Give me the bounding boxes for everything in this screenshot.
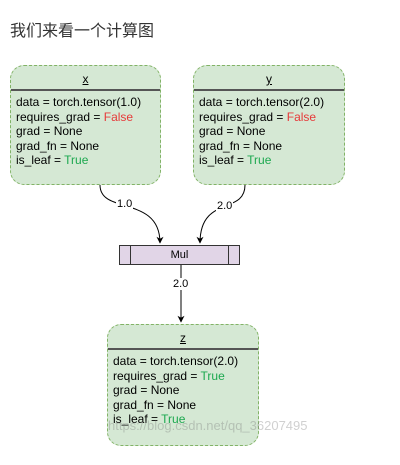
page-heading: 我们来看一个计算图 xyxy=(10,23,155,40)
attr-grad-fn: grad_fn = None xyxy=(113,397,197,412)
attr-grad-fn: grad_fn = None xyxy=(199,138,283,153)
attr-data: data = torch.tensor(2.0) xyxy=(199,95,325,109)
node-y-title: y xyxy=(266,72,272,86)
attr-grad: grad = None xyxy=(199,124,266,138)
attr-grad-fn: grad_fn = None xyxy=(16,138,100,153)
attr-requires-grad: requires_grad = False xyxy=(199,109,317,124)
attr-requires-grad: requires_grad = True xyxy=(113,368,225,383)
node-y-divider xyxy=(194,89,344,91)
node-z-attributes: data = torch.tensor(2.0) requires_grad =… xyxy=(113,354,238,427)
node-z-divider xyxy=(108,348,258,350)
attr-grad: grad = None xyxy=(16,124,83,138)
attr-is-leaf: is_leaf = True xyxy=(16,153,89,167)
attr-data: data = torch.tensor(1.0) xyxy=(16,95,142,109)
node-y: y data = torch.tensor(2.0) requires_grad… xyxy=(193,65,345,185)
node-y-attributes: data = torch.tensor(2.0) requires_grad =… xyxy=(199,95,324,168)
attr-data: data = torch.tensor(2.0) xyxy=(113,354,239,368)
node-x-title: x xyxy=(82,72,89,86)
node-x-attributes: data = torch.tensor(1.0) requires_grad =… xyxy=(16,95,141,168)
edge-y-to-mul xyxy=(196,184,246,244)
op-mul-right-bar xyxy=(228,246,229,264)
edge-label-mul: 2.0 xyxy=(172,278,190,290)
node-z: z data = torch.tensor(2.0) requires_grad… xyxy=(107,324,259,446)
edge-x-to-mul xyxy=(99,184,164,244)
op-mul-label: Mul xyxy=(170,249,189,261)
op-mul-left-bar xyxy=(130,246,131,264)
node-z-title: z xyxy=(180,331,186,345)
attr-requires-grad: requires_grad = False xyxy=(16,109,134,124)
attr-grad: grad = None xyxy=(113,383,180,397)
edge-label-y: 2.0 xyxy=(216,200,234,212)
node-x: x data = torch.tensor(1.0) requires_grad… xyxy=(10,65,161,185)
watermark: https://blog.csdn.net/qq_36207495 xyxy=(108,418,308,433)
op-mul: Mul xyxy=(119,245,240,265)
node-x-divider xyxy=(11,89,160,91)
attr-is-leaf: is_leaf = True xyxy=(113,412,186,426)
attr-is-leaf: is_leaf = True xyxy=(199,153,272,167)
edge-label-x: 1.0 xyxy=(116,198,134,210)
